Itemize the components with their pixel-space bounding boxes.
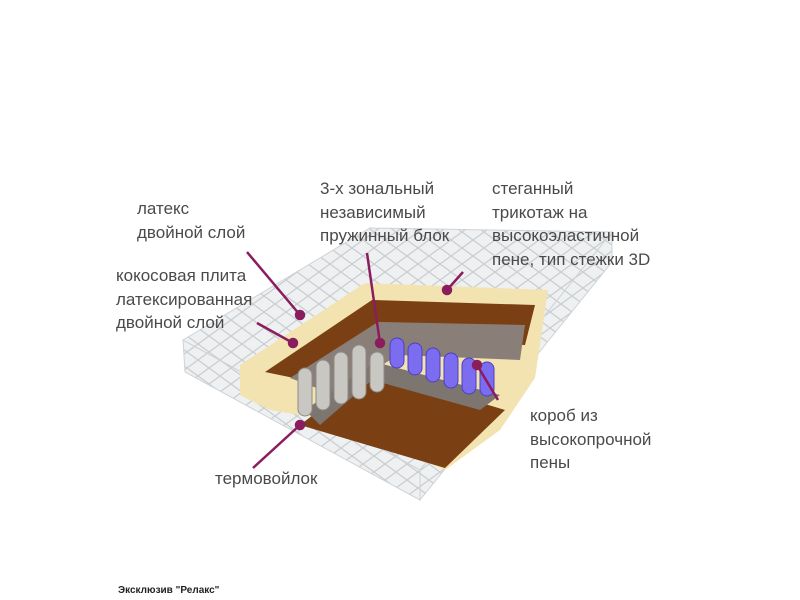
label-cover: стеганный трикотаж на высокоэластичной п… xyxy=(492,177,650,271)
label-line: латекс xyxy=(137,199,190,218)
label-coconut: кокосовая плита латексированная двойной … xyxy=(116,264,252,335)
label-line: трикотаж на xyxy=(492,202,588,222)
label-line: двойной слой xyxy=(116,313,225,332)
label-line: независимый xyxy=(320,202,426,222)
label-box: короб из высокопрочной пены xyxy=(530,404,651,475)
label-line: двойной слой xyxy=(137,222,246,242)
label-line: 3-х зональный xyxy=(320,179,435,198)
leader-lines xyxy=(246,251,500,469)
label-line: латексированная xyxy=(116,289,253,309)
product-caption: Эксклюзив "Релакс" xyxy=(118,585,220,596)
label-line: кокосовая плита xyxy=(116,266,247,285)
label-line: пены xyxy=(530,453,571,472)
label-line: высокопрочной xyxy=(530,429,652,449)
label-springs: 3-х зональный независимый пружинный блок xyxy=(320,177,449,248)
label-latex: латекс двойной слой xyxy=(137,197,245,244)
felt-layer xyxy=(290,322,525,395)
label-line: стеганный xyxy=(492,179,574,198)
label-line: пружинный блок xyxy=(320,226,450,245)
label-line: высокоэластичной xyxy=(492,226,640,245)
label-line: короб из xyxy=(530,406,598,425)
label-felt: термовойлок xyxy=(215,467,317,491)
label-line: термовойлок xyxy=(215,469,318,488)
label-line: пене, тип стежки 3D xyxy=(492,249,651,269)
spring-block-side xyxy=(297,344,385,417)
